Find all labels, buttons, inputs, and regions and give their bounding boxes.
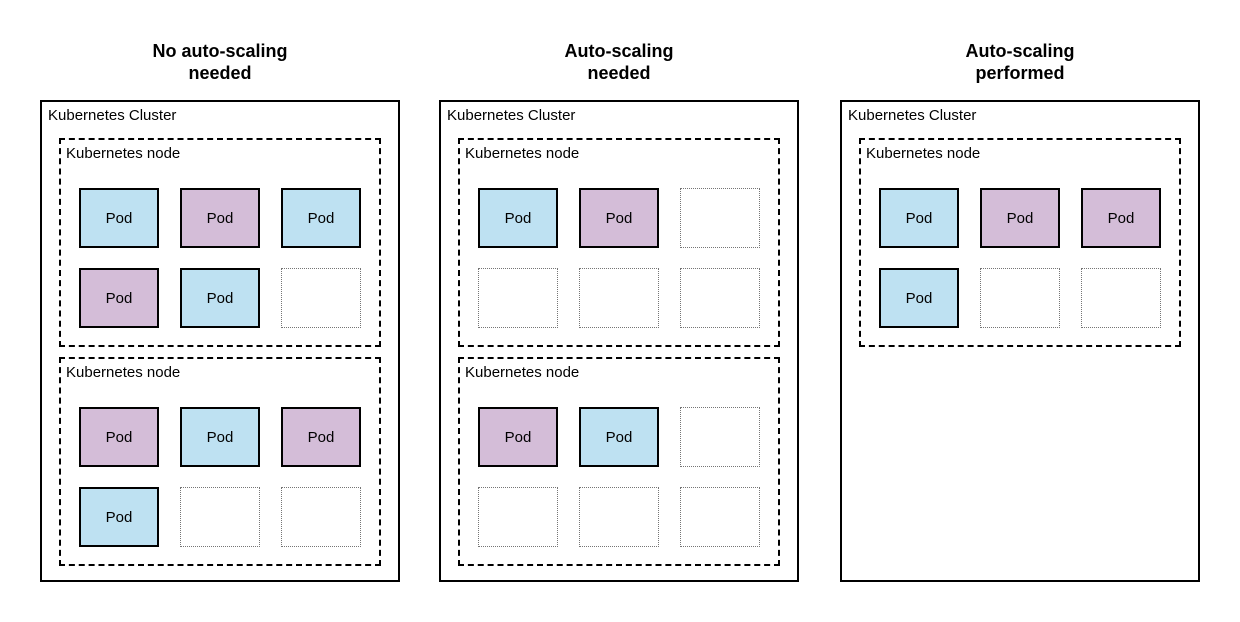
pod-grid: Pod Pod Pod Pod Pod [79, 188, 361, 328]
pod: Pod [579, 407, 659, 467]
node-label: Kubernetes node [66, 145, 181, 162]
empty-pod-slot [1081, 268, 1161, 328]
panel-title-autoscaling-performed: Auto-scaling performed [965, 41, 1075, 83]
node-box-3a: Kubernetes node Pod Pod Pod Pod [859, 138, 1181, 347]
pod: Pod [180, 407, 260, 467]
pod: Pod [79, 487, 159, 547]
pod-grid: Pod Pod [478, 407, 760, 547]
pod-grid: Pod Pod [478, 188, 760, 328]
pod: Pod [79, 407, 159, 467]
node-label: Kubernetes node [465, 364, 580, 381]
node-label: Kubernetes node [66, 364, 181, 381]
pod-grid: Pod Pod Pod Pod [879, 188, 1161, 328]
panel-title-no-autoscaling: No auto-scaling needed [152, 41, 288, 83]
node-label: Kubernetes node [866, 145, 981, 162]
pod: Pod [980, 188, 1060, 248]
cluster-label: Kubernetes Cluster [447, 107, 576, 124]
pod: Pod [180, 188, 260, 248]
node-box-2b: Kubernetes node Pod Pod [458, 357, 780, 566]
pod: Pod [281, 188, 361, 248]
empty-pod-slot [281, 268, 361, 328]
empty-pod-slot [680, 268, 760, 328]
pod: Pod [879, 188, 959, 248]
empty-pod-slot [980, 268, 1060, 328]
cluster-label: Kubernetes Cluster [48, 107, 177, 124]
panel-title-autoscaling-needed: Auto-scaling needed [564, 41, 674, 83]
pod-grid: Pod Pod Pod Pod [79, 407, 361, 547]
cluster-label: Kubernetes Cluster [848, 107, 977, 124]
empty-pod-slot [478, 487, 558, 547]
cluster-box-3: Kubernetes Cluster Kubernetes node Pod P… [840, 100, 1200, 582]
empty-pod-slot [180, 487, 260, 547]
empty-pod-slot [478, 268, 558, 328]
pod: Pod [79, 188, 159, 248]
node-label: Kubernetes node [465, 145, 580, 162]
empty-pod-slot [680, 407, 760, 467]
pod: Pod [879, 268, 959, 328]
cluster-box-2: Kubernetes Cluster Kubernetes node Pod P… [439, 100, 799, 582]
node-box-1a: Kubernetes node Pod Pod Pod Pod Pod [59, 138, 381, 347]
empty-pod-slot [680, 487, 760, 547]
pod: Pod [79, 268, 159, 328]
pod: Pod [478, 188, 558, 248]
empty-pod-slot [579, 268, 659, 328]
pod: Pod [1081, 188, 1161, 248]
pod: Pod [281, 407, 361, 467]
empty-pod-slot [579, 487, 659, 547]
cluster-box-1: Kubernetes Cluster Kubernetes node Pod P… [40, 100, 400, 582]
pod: Pod [478, 407, 558, 467]
node-box-1b: Kubernetes node Pod Pod Pod Pod [59, 357, 381, 566]
node-box-2a: Kubernetes node Pod Pod [458, 138, 780, 347]
pod: Pod [579, 188, 659, 248]
empty-pod-slot [680, 188, 760, 248]
empty-pod-slot [281, 487, 361, 547]
pod: Pod [180, 268, 260, 328]
